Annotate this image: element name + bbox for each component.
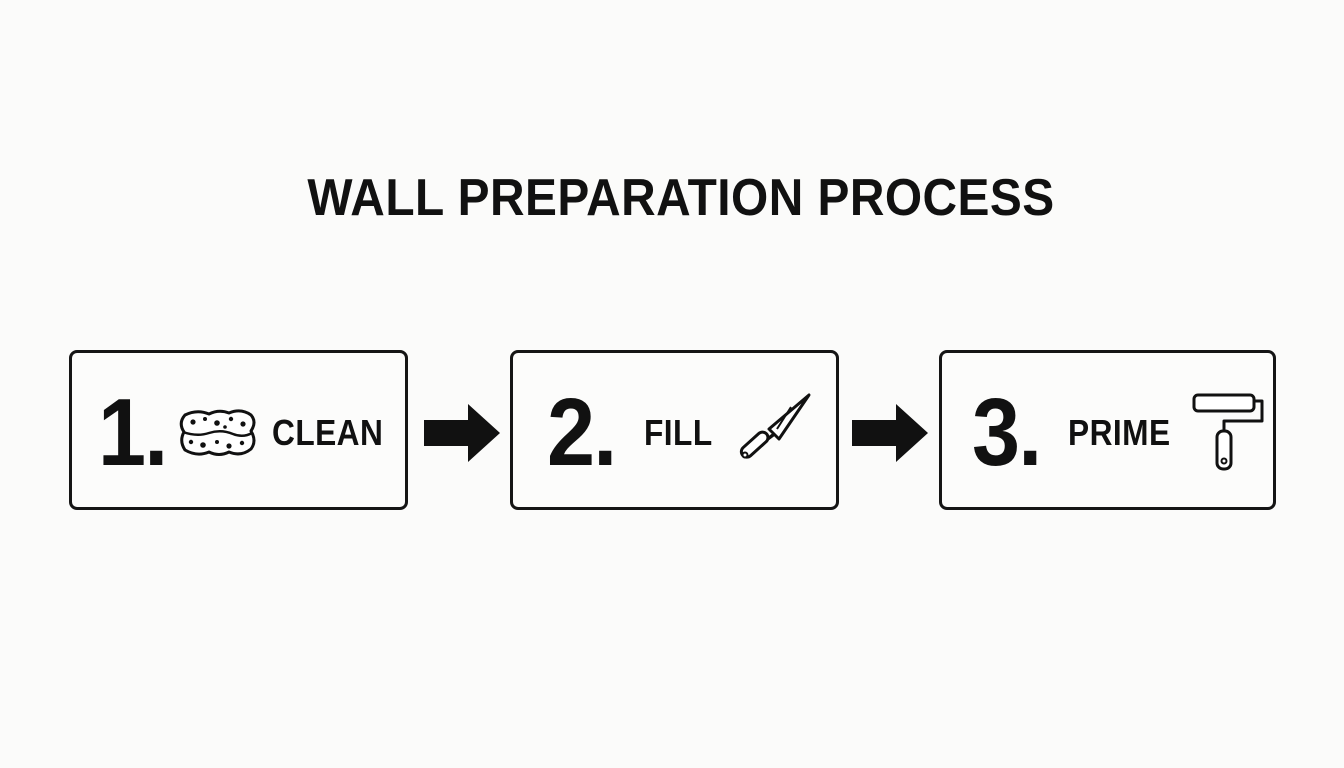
step-label: CLEAN [272, 412, 384, 453]
step-label: PRIME [1068, 412, 1171, 453]
step-label: FILL [644, 412, 713, 453]
diagram-title: WALL PREPARATION PROCESS [307, 169, 1055, 227]
step-number: 2. [547, 379, 617, 486]
trowel-icon [739, 393, 811, 459]
step-fill-box: 2. FILL [510, 350, 839, 510]
right-arrow-icon [424, 404, 500, 462]
sponge-icon [179, 409, 256, 456]
step-number: 1. [98, 379, 168, 486]
step-clean-box: 1. CLEAN [69, 350, 408, 510]
paint-roller-icon [1192, 393, 1264, 471]
step-number: 3. [972, 379, 1042, 486]
step-prime-box: 3. PRIME [939, 350, 1276, 510]
right-arrow-icon [852, 404, 928, 462]
